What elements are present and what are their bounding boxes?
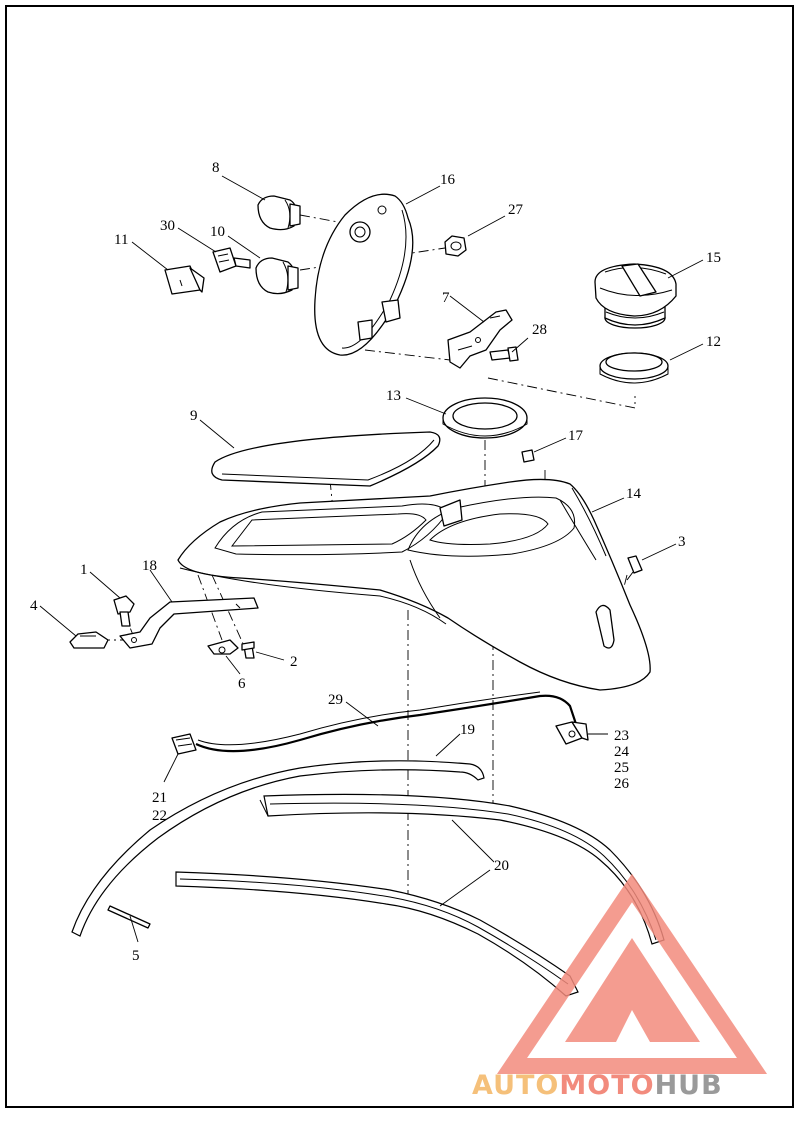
part-29-wiring-harness xyxy=(195,691,578,753)
callout-22: 22 xyxy=(152,808,167,824)
callout-24: 24 xyxy=(614,744,630,760)
part-14-console xyxy=(177,478,651,691)
callout-19: 19 xyxy=(460,722,475,738)
part-10-lamp-socket xyxy=(255,257,299,295)
leader-lines xyxy=(39,175,704,943)
part-17-screw xyxy=(521,449,535,463)
callout-14: 14 xyxy=(626,486,642,502)
callout-13: 13 xyxy=(386,388,401,404)
callout-10: 10 xyxy=(210,224,225,240)
part-21-connector xyxy=(171,733,197,755)
automotohub-logo: AUTOMOTOHUB xyxy=(472,873,768,1101)
part-28-screw xyxy=(489,346,519,362)
callout-11: 11 xyxy=(114,232,128,248)
part-2-screw xyxy=(241,641,255,659)
callout-1: 1 xyxy=(80,562,88,578)
callout-30: 30 xyxy=(160,218,175,234)
callout-8: 8 xyxy=(212,160,220,176)
callout-21: 21 xyxy=(152,790,167,806)
callout-12: 12 xyxy=(706,334,721,350)
callout-4: 4 xyxy=(30,598,38,614)
callout-27: 27 xyxy=(508,202,524,218)
callout-5: 5 xyxy=(132,948,140,964)
callout-17: 17 xyxy=(568,428,584,444)
logo-inner-mark xyxy=(565,938,700,1042)
logo-text-moto: MOTO xyxy=(559,1070,654,1101)
part-15-fuel-cap xyxy=(594,263,677,329)
part-16-door-plate xyxy=(314,193,414,356)
part-20-lower-trim xyxy=(175,871,579,997)
callout-9: 9 xyxy=(190,408,198,424)
part-3-screw xyxy=(626,555,643,581)
part-30-key xyxy=(212,247,251,273)
part-12-gasket xyxy=(599,352,669,384)
callout-7: 7 xyxy=(442,290,450,306)
callout-23: 23 xyxy=(614,728,629,744)
part-9-panel xyxy=(211,431,441,487)
part-13-ring xyxy=(442,397,528,439)
callout-16: 16 xyxy=(440,172,456,188)
callout-18: 18 xyxy=(142,558,157,574)
part-27-nut xyxy=(444,235,467,257)
part-5-strap xyxy=(107,905,151,929)
logo-triangle xyxy=(496,873,768,1074)
callout-labels: 8 16 27 30 10 11 15 7 28 12 13 9 17 14 3… xyxy=(30,160,721,964)
logo-text: AUTOMOTOHUB xyxy=(472,1070,723,1101)
callout-6: 6 xyxy=(238,676,246,692)
callout-26: 26 xyxy=(614,776,630,792)
callout-3: 3 xyxy=(678,534,686,550)
part-19-hose xyxy=(71,760,485,937)
part-11-cover xyxy=(164,265,205,295)
diagram-frame xyxy=(5,5,794,1108)
logo-text-auto: AUTO xyxy=(472,1070,559,1101)
part-7-bracket xyxy=(447,309,513,369)
part-23-connector xyxy=(555,721,589,745)
part-18-bracket xyxy=(119,597,259,649)
callout-2: 2 xyxy=(290,654,298,670)
logo-text-hub: HUB xyxy=(655,1070,723,1101)
part-6-clip xyxy=(207,639,239,655)
callout-29: 29 xyxy=(328,692,343,708)
part-1-bolt xyxy=(113,595,135,627)
callout-25: 25 xyxy=(614,760,629,776)
part-8-lamp-socket xyxy=(257,195,301,231)
callout-20: 20 xyxy=(494,858,509,874)
callout-15: 15 xyxy=(706,250,721,266)
part-4-clip xyxy=(69,631,109,649)
callout-28: 28 xyxy=(532,322,547,338)
